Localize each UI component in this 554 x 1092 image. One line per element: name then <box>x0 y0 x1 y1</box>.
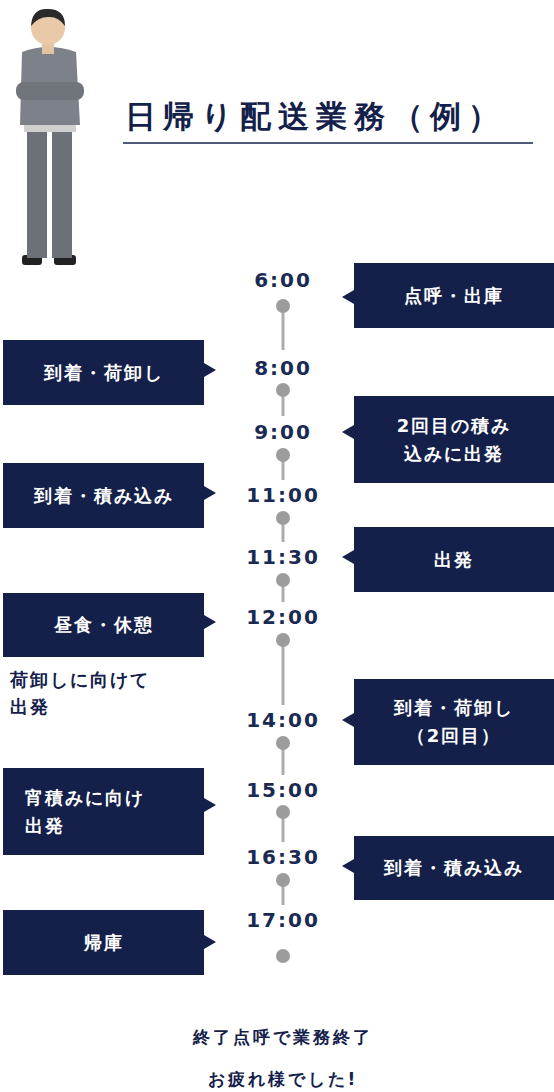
timeline-dot <box>276 633 290 647</box>
schedule-box: 到着・荷卸し <box>3 340 204 405</box>
schedule-box: 到着・積み込み <box>3 463 204 528</box>
time-label: 9:00 <box>254 420 312 444</box>
timeline-dot <box>276 511 290 525</box>
schedule-box: 2回目の積み 込みに出発 <box>354 396 554 483</box>
worker-illustration <box>16 9 84 265</box>
timeline-dot <box>276 448 290 462</box>
timeline-dot <box>276 573 290 587</box>
timeline-dot <box>276 873 290 887</box>
timeline-dot <box>276 299 290 313</box>
timeline-dot <box>276 736 290 750</box>
timeline-dot <box>276 949 290 963</box>
neck <box>42 44 54 54</box>
diagram-title: 日帰り配送業務（例） <box>125 96 506 136</box>
box-text: 2回目の積み 込みに出発 <box>379 412 529 468</box>
trouser-leg <box>27 130 47 258</box>
schedule-box: 昼食・休憩 <box>3 593 204 657</box>
time-label: 14:00 <box>246 708 320 732</box>
hair <box>31 9 65 26</box>
box-text: 到着・荷卸し <box>44 359 164 387</box>
box-text: 宵積みに向け 出発 <box>25 784 165 840</box>
schedule-box: 点呼・出庫 <box>354 263 554 328</box>
timeline-dot <box>276 383 290 397</box>
box-text: 昼食・休憩 <box>54 611 154 639</box>
time-label: 15:00 <box>246 778 320 802</box>
route-note: 荷卸しに向けて 出発 <box>10 666 160 720</box>
time-label: 11:30 <box>246 545 320 569</box>
title-underline <box>123 142 533 144</box>
box-text: 出発 <box>434 546 474 574</box>
time-label: 12:00 <box>246 605 320 629</box>
time-label: 8:00 <box>254 356 312 380</box>
box-text: 点呼・出庫 <box>404 282 504 310</box>
box-text: 到着・荷卸し （2回目） <box>379 694 529 750</box>
box-text: 帰庫 <box>84 929 124 957</box>
time-label: 17:00 <box>246 908 320 932</box>
crossed-arms <box>16 82 84 100</box>
timeline-dot <box>276 805 290 819</box>
schedule-box: 帰庫 <box>3 910 204 975</box>
box-text: 到着・積み込み <box>34 482 174 510</box>
closing-caption: 終了点呼で業務終了 お疲れ様でした! <box>133 1016 433 1092</box>
schedule-box: 宵積みに向け 出発 <box>3 768 204 855</box>
time-label: 16:30 <box>246 845 320 869</box>
trouser-leg <box>52 130 72 258</box>
schedule-box: 出発 <box>354 527 554 592</box>
schedule-box: 到着・積み込み <box>354 836 554 900</box>
timeline-segment <box>282 640 285 705</box>
schedule-box: 到着・荷卸し （2回目） <box>354 679 554 765</box>
time-label: 11:00 <box>246 483 320 507</box>
box-text: 到着・積み込み <box>384 854 524 882</box>
time-label: 6:00 <box>254 268 312 292</box>
